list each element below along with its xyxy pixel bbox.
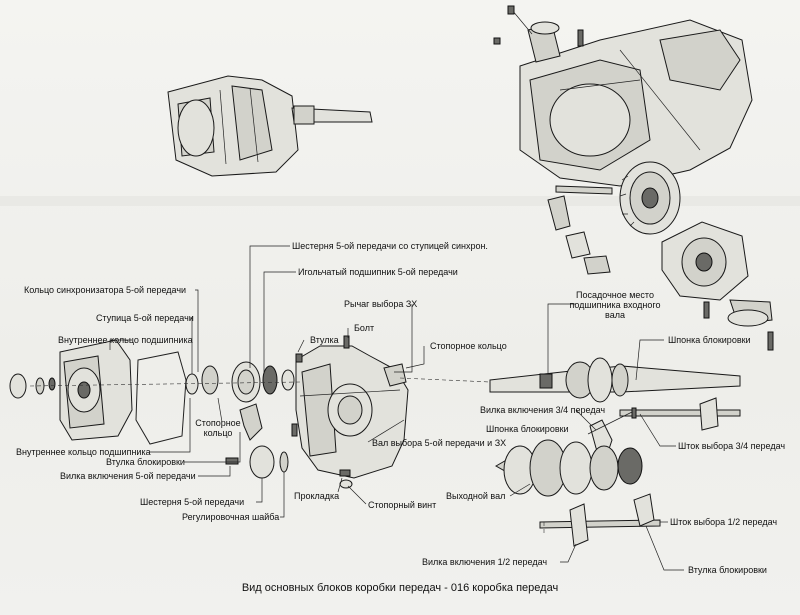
- label-stop-ring-left: Стопорное кольцо: [195, 418, 241, 438]
- differential: [619, 161, 681, 235]
- label-key-top: Шпонка блокировки: [668, 335, 751, 345]
- label-stop-screw: Стопорный винт: [368, 500, 437, 510]
- label-rod34: Шток выбора 3/4 передач: [678, 441, 786, 451]
- label-gear5-hub: Шестерня 5-ой передачи со ступицей синхр…: [292, 241, 488, 251]
- label-sync-ring5: Кольцо синхронизатора 5-ой передачи: [24, 285, 187, 295]
- assembly-axes: [29, 377, 545, 536]
- label-sleeve: Втулка: [310, 335, 339, 345]
- rod-34: [619, 397, 741, 431]
- rod-12: [539, 493, 661, 547]
- label-bearing-seat: Посадочное место подшипника входного вал…: [569, 290, 661, 320]
- label-adjust-washer: Регулировочная шайба: [182, 512, 280, 522]
- main-case: [295, 335, 409, 489]
- label-lever3R: Рычаг выбора ЗХ: [344, 299, 418, 309]
- label-key-mid: Шпонка блокировки: [486, 424, 569, 434]
- label-inner-ring2: Внутреннее кольцо подшипника: [16, 447, 151, 457]
- page-band: [0, 196, 800, 206]
- label-inner-ring: Внутреннее кольцо подшипника: [58, 335, 193, 345]
- label-gasket: Прокладка: [294, 491, 340, 501]
- drive-cover: [661, 221, 774, 351]
- label-lock-sleeve-right: Втулка блокировки: [688, 565, 767, 575]
- label-stop-ring-center: Стопорное кольцо: [430, 341, 507, 351]
- label-output-shaft: Выходной вал: [446, 491, 506, 501]
- label-shaft5R: Вал выбора 5-ой передачи и ЗХ: [372, 438, 507, 448]
- input-shaft: [489, 357, 741, 403]
- label-hub5: Ступица 5-ой передачи: [96, 313, 194, 323]
- label-needle-bearing5: Игольчатый подшипник 5-ой передачи: [298, 267, 458, 277]
- diagram-caption: Вид основных блоков коробки передач - 01…: [241, 582, 559, 594]
- housing-assembly: [493, 5, 753, 275]
- label-rod12: Шток выбора 1/2 передач: [670, 517, 778, 527]
- leader-lines: [109, 245, 684, 571]
- label-fork12: Вилка включения 1/2 передач: [422, 557, 548, 567]
- label-fork5: Вилка включения 5-ой передачи: [60, 471, 196, 481]
- output-shaft: [494, 439, 643, 497]
- label-bolt: Болт: [354, 323, 375, 333]
- fifth-gear-group: [9, 339, 298, 479]
- label-gear5: Шестерня 5-ой передачи: [140, 497, 245, 507]
- assembled-gearbox: [167, 75, 373, 177]
- label-fork34: Вилка включения 3/4 передач: [480, 405, 606, 415]
- label-lock-sleeve-left: Втулка блокировки: [106, 457, 185, 467]
